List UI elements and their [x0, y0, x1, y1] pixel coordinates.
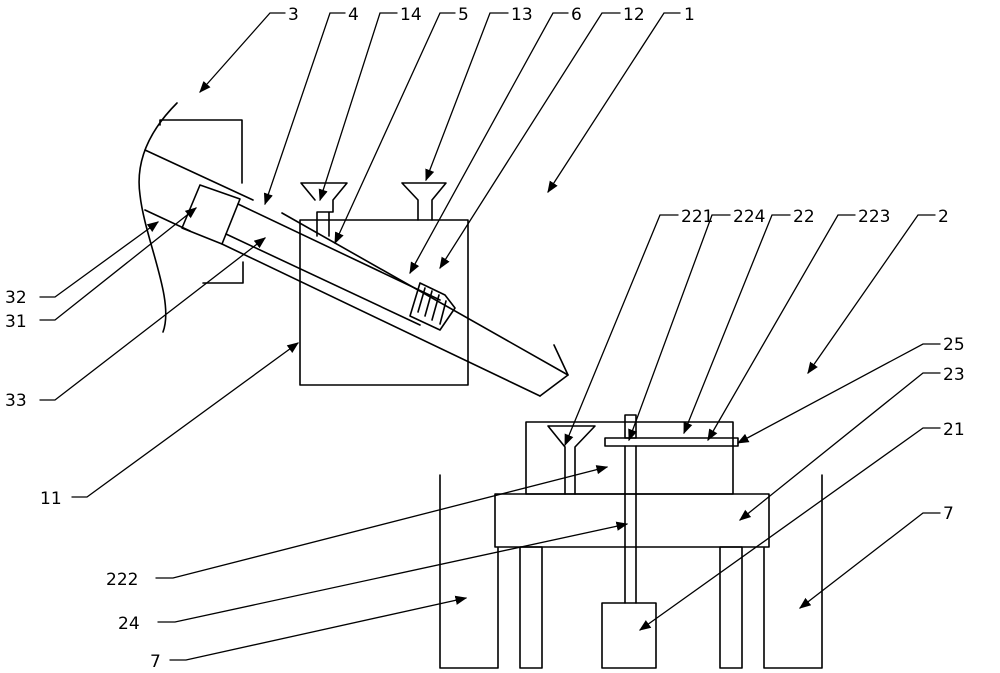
- bin-left: [439, 474, 499, 669]
- housing-outline: [159, 119, 244, 284]
- label-33: 33: [5, 391, 27, 411]
- leader-21: [639, 427, 941, 631]
- label-13: 13: [511, 5, 533, 25]
- label-221: 221: [681, 207, 713, 227]
- hopper-14: [300, 182, 348, 237]
- curved-edge: [138, 102, 178, 333]
- box-22: [525, 421, 734, 495]
- leader-222: [155, 465, 609, 579]
- label-11: 11: [40, 489, 62, 509]
- label-32: 32: [5, 288, 27, 308]
- leader-224: [628, 214, 731, 442]
- leader-24: [157, 521, 629, 623]
- label-14: 14: [400, 5, 422, 25]
- label-12: 12: [623, 5, 645, 25]
- label-2: 2: [938, 207, 949, 227]
- label-224: 224: [733, 207, 765, 227]
- tube-outlet: [539, 344, 569, 397]
- leader-7-left: [169, 595, 468, 661]
- leader-2: [807, 214, 936, 374]
- hopper-13: [401, 182, 447, 221]
- motor-21: [601, 602, 657, 669]
- inclined-tube-top: [144, 149, 569, 376]
- auger: [409, 282, 456, 331]
- leader-22: [683, 214, 791, 435]
- label-25: 25: [943, 335, 965, 355]
- label-222: 222: [106, 570, 138, 590]
- label-22: 22: [793, 207, 815, 227]
- leader-25: [736, 343, 941, 444]
- table-top: [494, 493, 770, 548]
- label-7-left: 7: [150, 652, 161, 672]
- label-31: 31: [5, 312, 27, 332]
- bin-right: [763, 474, 823, 669]
- leader-223: [707, 214, 856, 442]
- label-223: 223: [858, 207, 890, 227]
- upper-assembly: [138, 102, 569, 397]
- leader-5: [334, 12, 456, 245]
- leader-6: [409, 12, 569, 275]
- leader-32: [39, 221, 159, 298]
- leader-lines: [39, 12, 941, 661]
- inclined-tube-bottom: [144, 209, 541, 397]
- label-23: 23: [943, 365, 965, 385]
- leader-1: [547, 12, 681, 193]
- label-1: 1: [684, 5, 695, 25]
- label-21: 21: [943, 420, 965, 440]
- leader-221: [564, 214, 679, 447]
- label-7-right: 7: [943, 504, 954, 524]
- lower-assembly: [439, 414, 823, 669]
- label-3: 3: [288, 5, 299, 25]
- leader-14: [318, 12, 398, 202]
- reference-labels: 3 4 14 5 13 6 12 1 32 31 33 11 221 224 2…: [5, 5, 965, 672]
- leader-13: [425, 12, 509, 182]
- label-6: 6: [571, 5, 582, 25]
- label-24: 24: [118, 614, 140, 634]
- leg-1: [519, 546, 543, 669]
- box-11: [299, 219, 469, 386]
- leader-4: [263, 12, 346, 206]
- funnel-221: [547, 425, 596, 495]
- label-5: 5: [458, 5, 469, 25]
- leader-12: [439, 12, 621, 269]
- leader-7-right: [799, 512, 941, 609]
- piston-head: [181, 184, 241, 245]
- piston-rod: [225, 203, 441, 326]
- leg-2: [719, 546, 743, 669]
- leader-31: [39, 207, 197, 321]
- bar-25: [604, 437, 739, 447]
- leader-23: [739, 372, 941, 521]
- leader-33: [39, 237, 266, 401]
- leader-11: [71, 342, 299, 498]
- leader-3: [199, 12, 286, 93]
- label-4: 4: [348, 5, 359, 25]
